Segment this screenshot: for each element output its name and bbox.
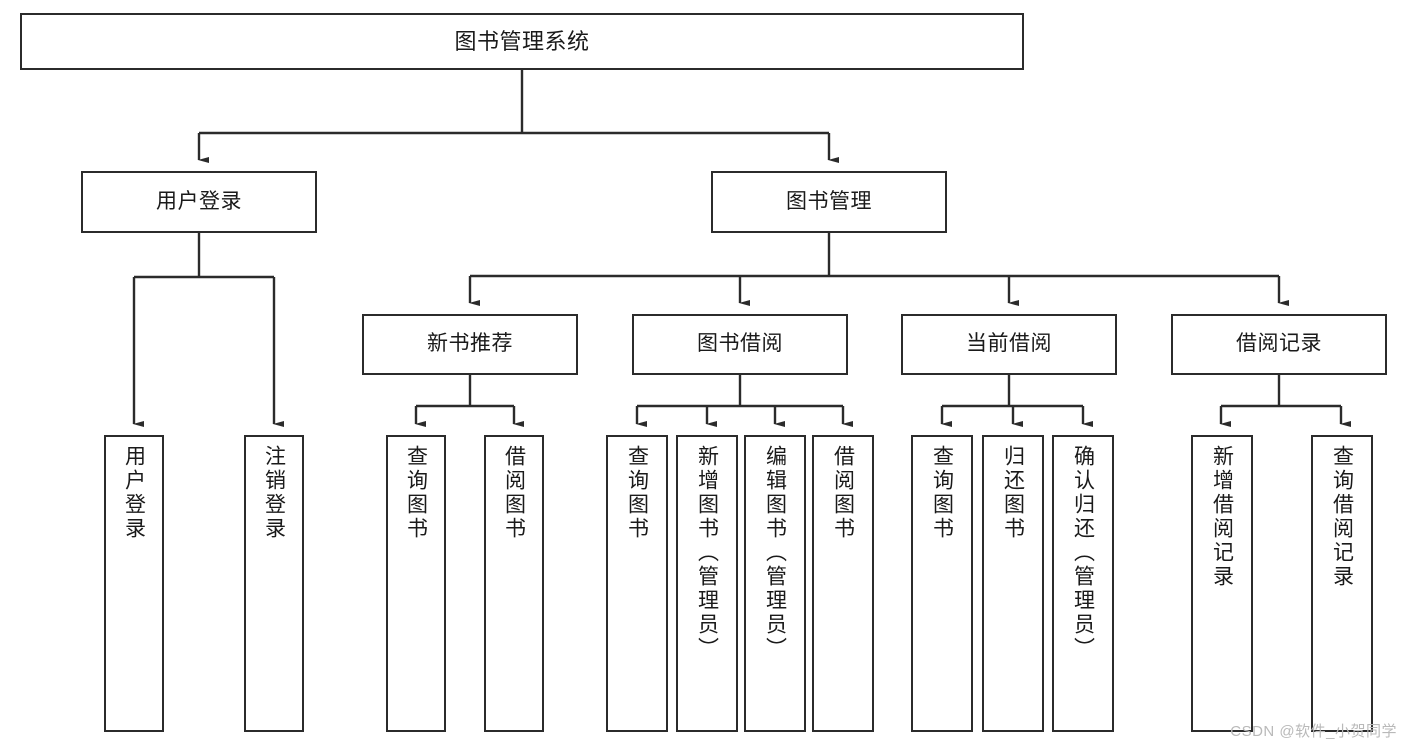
node-leaf-rec-borrow-book-label: 借阅图书 [502, 445, 526, 541]
node-leaf-bb-edit-book-label: 编辑图书（管理员） [763, 445, 787, 661]
node-root[interactable]: 图书管理系统 [20, 13, 1024, 70]
node-root-label: 图书管理系统 [454, 28, 590, 54]
node-leaf-cb-confirm-label: 确认归还（管理员） [1071, 445, 1095, 661]
node-book-manage[interactable]: 图书管理 [711, 171, 947, 233]
node-leaf-rec-borrow-book[interactable]: 借阅图书 [484, 435, 544, 732]
node-leaf-cb-confirm[interactable]: 确认归还（管理员） [1052, 435, 1114, 732]
node-leaf-bb-query-book-label: 查询图书 [625, 445, 649, 541]
node-leaf-rec-query-book[interactable]: 查询图书 [386, 435, 446, 732]
node-leaf-bb-borrow-book[interactable]: 借阅图书 [812, 435, 874, 732]
node-leaf-cb-return-book-label: 归还图书 [1001, 445, 1025, 541]
node-new-book-rec[interactable]: 新书推荐 [362, 314, 578, 375]
node-book-borrow-label: 图书借阅 [697, 332, 783, 356]
node-leaf-bb-add-book-label: 新增图书（管理员） [695, 445, 719, 661]
node-user-login[interactable]: 用户登录 [81, 171, 317, 233]
node-leaf-user-logout-label: 注销登录 [262, 445, 286, 541]
node-leaf-rec-query-book-label: 查询图书 [404, 445, 428, 541]
node-book-manage-label: 图书管理 [786, 189, 872, 213]
node-borrow-record[interactable]: 借阅记录 [1171, 314, 1387, 375]
node-leaf-user-login-label: 用户登录 [122, 445, 146, 541]
node-current-borrow-label: 当前借阅 [966, 332, 1052, 356]
node-leaf-br-query-record[interactable]: 查询借阅记录 [1311, 435, 1373, 732]
node-leaf-br-add-record[interactable]: 新增借阅记录 [1191, 435, 1253, 732]
node-leaf-user-login[interactable]: 用户登录 [104, 435, 164, 732]
node-leaf-br-query-record-label: 查询借阅记录 [1330, 445, 1354, 589]
node-leaf-user-logout[interactable]: 注销登录 [244, 435, 304, 732]
node-borrow-record-label: 借阅记录 [1236, 332, 1322, 356]
node-current-borrow[interactable]: 当前借阅 [901, 314, 1117, 375]
node-leaf-cb-return-book[interactable]: 归还图书 [982, 435, 1044, 732]
csdn-watermark: CSDN @软件_小贺同学 [1230, 723, 1397, 740]
node-leaf-bb-edit-book[interactable]: 编辑图书（管理员） [744, 435, 806, 732]
node-leaf-cb-query-book[interactable]: 查询图书 [911, 435, 973, 732]
node-leaf-bb-borrow-book-label: 借阅图书 [831, 445, 855, 541]
node-leaf-bb-query-book[interactable]: 查询图书 [606, 435, 668, 732]
node-book-borrow[interactable]: 图书借阅 [632, 314, 848, 375]
node-leaf-bb-add-book[interactable]: 新增图书（管理员） [676, 435, 738, 732]
node-leaf-cb-query-book-label: 查询图书 [930, 445, 954, 541]
node-new-book-rec-label: 新书推荐 [427, 332, 513, 356]
node-leaf-br-add-record-label: 新增借阅记录 [1210, 445, 1234, 589]
node-user-login-label: 用户登录 [156, 189, 242, 213]
